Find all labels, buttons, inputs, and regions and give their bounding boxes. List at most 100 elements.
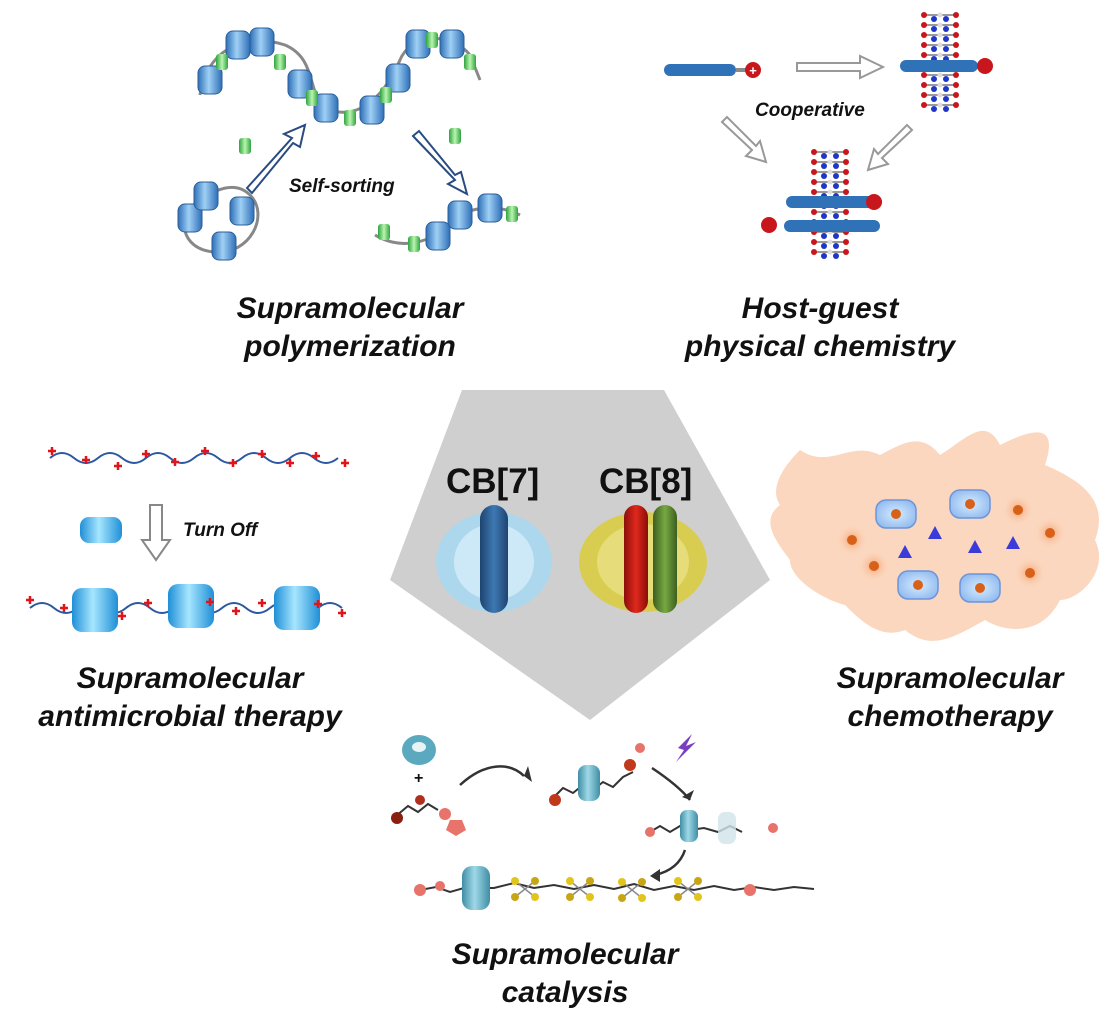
cb8-guest-rod-red [624,505,648,613]
cb8-label: CB[8] [599,462,693,501]
cooperative-arrow-down-right [866,123,914,172]
macrocycle-6 [359,95,385,125]
yellow-units [511,877,702,902]
green-guest-1 [216,54,228,70]
bound-macrocycle-3 [274,586,320,630]
catalysis-caption-line1: Supramolecular [451,938,679,971]
macrocycle-7 [385,63,411,93]
center-panel [390,390,770,720]
cooperative-label: Cooperative [755,100,865,121]
drug-3 [1013,505,1023,515]
catalysis-plus-sign: + [414,770,424,787]
chemotherapy-diagram [770,430,1100,641]
triangle-1 [928,526,942,539]
light-bolt-icon [676,734,696,762]
yellow-unit-3 [618,878,626,886]
yellow-unit-1 [511,877,519,885]
macrocycle-4 [287,69,313,99]
macrocycle-5 [313,93,339,123]
cation-marker-b [761,217,777,233]
drug-triangles [898,526,1020,558]
macrocycle-14 [447,200,473,230]
free-guest-1 [239,138,251,154]
macrocycle-9 [439,29,465,59]
host-guest-diagram: + [664,12,993,259]
green-guest-4 [344,110,356,126]
host-guest-caption-line1: Host-guest [741,292,899,325]
macrocycle-10 [177,203,203,233]
catalysis-arrow-1 [459,765,525,786]
green-guest-6 [426,32,438,48]
catalysis-product-host [462,866,490,910]
chemotherapy-caption-line1: Supramolecular [836,662,1064,695]
triangle-4 [1006,536,1020,549]
chemotherapy-caption-line2: chemotherapy [847,700,1053,733]
yellow-unit-4 [674,877,682,885]
cb7-label: CB[7] [446,462,540,501]
catalysis-diagram [391,734,815,910]
drug-2 [869,561,879,571]
cation-marker-a [866,194,882,210]
green-guest-7 [464,54,476,70]
triangle-2 [898,545,912,558]
drug-5 [1025,568,1035,578]
bound-guest-rod-1 [786,196,882,208]
triangle-3 [968,540,982,553]
cation-charges-top [48,447,349,470]
drug-4 [1045,528,1055,538]
macrocycle-11 [193,181,219,211]
green-guest-10 [506,206,518,222]
drug-host-complexes [875,489,1001,603]
cb-complex-1to1 [900,12,993,112]
host-guest-caption-line2: physical chemistry [684,330,956,363]
catalysis-host-complex-1 [578,765,600,801]
self-sorting-arrow-down [411,129,469,196]
self-sorting-arrow-up [245,123,307,195]
guest-group [216,32,518,252]
macrocycle-1 [197,65,223,95]
bound-macrocycle-1 [72,588,118,632]
cooperative-arrow-right [796,54,886,80]
antimicrobial-diagram [26,447,349,632]
bound-macrocycle-2 [168,584,214,628]
cooperative-arrow-down-left [720,115,768,164]
macrocycle-12 [229,196,255,226]
polymerization-diagram [177,27,521,261]
macrocycle-3 [249,27,275,57]
self-sorting-label: Self-sorting [289,176,395,197]
cation-marker [745,62,761,78]
macrocycle-2 [225,30,251,60]
bound-guest-rod [900,60,978,72]
green-guest-5 [380,87,392,103]
macrocycle-group [177,27,503,261]
green-guest-2 [274,54,286,70]
antimicrobial-caption-line1: Supramolecular [76,662,304,695]
cb7-guest-rod [480,505,508,613]
turn-off-arrow [140,504,172,562]
green-guest-3 [306,90,318,106]
guest-rod-free [664,64,736,76]
polymerization-caption-line2: polymerization [244,330,456,363]
drug-1 [847,535,857,545]
polymerization-caption-line1: Supramolecular [236,292,464,325]
green-guest-8 [378,224,390,240]
yellow-unit-2 [566,877,574,885]
antimicrobial-caption-line2: antimicrobial therapy [38,700,342,733]
svg-text:+: + [749,63,757,78]
free-macrocycle [80,517,122,543]
macrocycle-15 [477,193,503,223]
polymer-wave-top [49,452,339,464]
turn-off-label: Turn Off [183,520,258,541]
bound-guest-rod-2 [784,220,880,232]
catalysis-caption-line2: catalysis [501,976,629,1009]
catalysis-host-complex-2 [680,810,698,842]
catalysis-arrow-2 [651,766,691,801]
free-drug-glows [836,494,1066,589]
macrocycle-16 [425,221,451,251]
green-guest-9 [408,236,420,252]
cation-marker-bound [977,58,993,74]
cb-complex-2to1 [761,149,882,259]
cb8-guest-rod-green [653,505,677,613]
macrocycle-13 [211,231,237,261]
